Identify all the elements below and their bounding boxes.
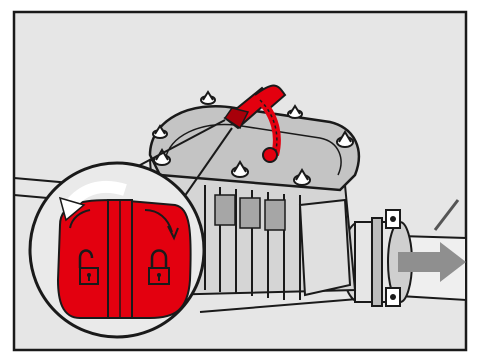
valve-illustration: [0, 0, 478, 359]
illustration-frame: [0, 0, 478, 359]
